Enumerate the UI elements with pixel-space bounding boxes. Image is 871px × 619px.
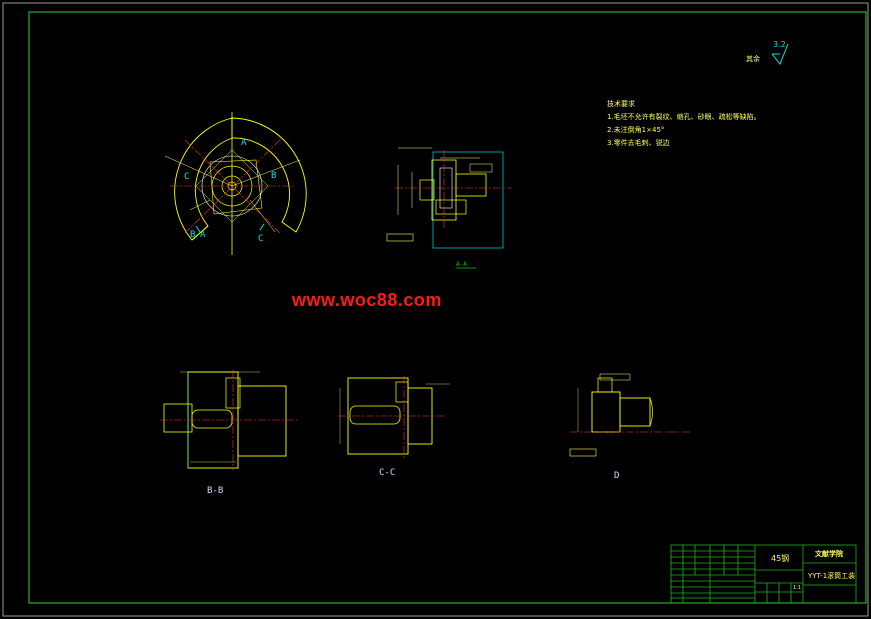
section-mark-b-bottom: B [190, 230, 196, 240]
notes-item-2: 2.未注倒角1×45° [607, 126, 665, 134]
notes-item-1: 1.毛坯不允许有裂纹、缩孔、砂眼、疏松等缺陷。 [607, 113, 761, 121]
title-block [670, 544, 857, 604]
roughness-label: 其余 [746, 55, 760, 63]
section-mark-a-top: A [241, 138, 247, 148]
notes-title: 技术要求 [607, 100, 635, 108]
view-label-c-c: C-C [379, 468, 396, 478]
drawing-scale: 1:1 [793, 585, 802, 591]
section-mark-c-left: C [184, 172, 190, 182]
drawing-name: YYT-1滚筒工装 [808, 572, 856, 580]
notes-item-3: 3.零件去毛刺、锐边 [607, 139, 670, 147]
roughness-symbol [771, 43, 789, 65]
roughness-value: 3.2 [773, 40, 786, 49]
section-mark-b-right: B [271, 171, 277, 181]
view-label-d: D [614, 471, 620, 481]
circular-top-view [164, 112, 307, 255]
school-name: 文献学院 [815, 550, 843, 558]
section-mark-c-bottom: C [258, 234, 264, 244]
section-view-a [386, 147, 512, 269]
technical-notes: 技术要求 1.毛坯不允许有裂纹、缩孔、砂眼、疏松等缺陷。 2.未注倒角1×45°… [607, 98, 761, 150]
section-mark-a-bottom: A [200, 230, 206, 240]
section-view-cc [338, 376, 450, 460]
section-view-bb [160, 370, 300, 470]
detail-view-d [569, 373, 690, 457]
watermark-text: www.woc88.com [292, 290, 442, 310]
view-label-a-a: A-A [456, 261, 467, 268]
border-frame [28, 11, 867, 604]
view-label-b-b: B-B [207, 486, 224, 496]
material-label: 45钢 [771, 554, 790, 563]
